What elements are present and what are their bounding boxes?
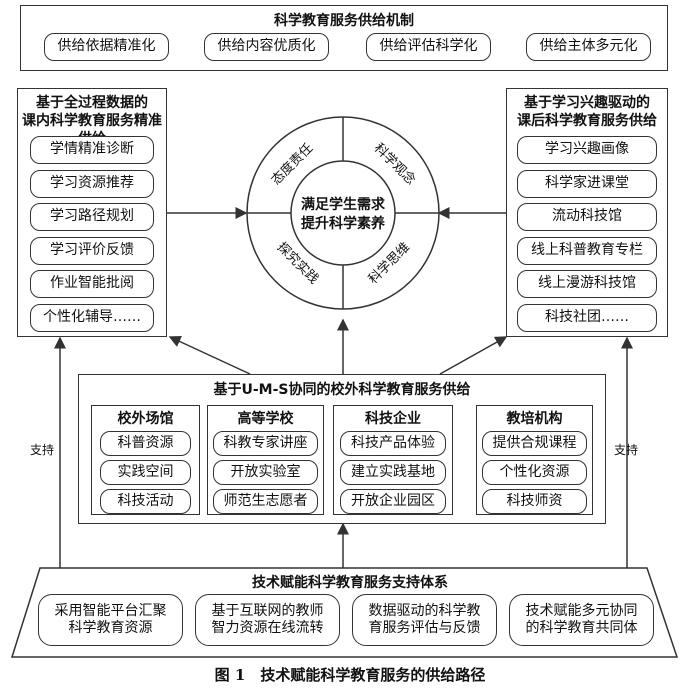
ring-inner xyxy=(290,160,396,266)
in-class-item: 学情精准诊断 xyxy=(30,136,154,164)
center-line2: 提升科学素养 xyxy=(301,215,386,232)
off-campus-title: 基于U-M-S协同的校外科学教育服务供给 xyxy=(213,382,471,398)
quadrant-practice: 探究实践 xyxy=(274,240,321,287)
support-item: 采用智能平台汇聚 科学教育资源 xyxy=(38,594,183,646)
support-item-line1: 技术赋能多元协同 xyxy=(525,602,638,619)
arrow-middle-to-right xyxy=(439,336,508,375)
after-class-title-line1: 基于学习兴趣驱动的 xyxy=(524,95,650,111)
in-class-item: 学习资源推荐 xyxy=(30,170,154,198)
ring-outer xyxy=(246,116,440,310)
group-item: 开放企业园区 xyxy=(340,489,446,514)
group-item: 科教专家讲座 xyxy=(213,431,318,456)
group-title: 校外场馆 xyxy=(117,411,174,427)
after-class-item: 科学家进课堂 xyxy=(517,170,657,198)
group-title: 高等学校 xyxy=(237,411,294,427)
group-item: 个性化资源 xyxy=(482,460,587,485)
mechanism-box: 科学教育服务供给机制 供给依据精准化 供给内容优质化 供给评估科学化 供给主体多… xyxy=(20,5,668,71)
arrow-middle-to-left xyxy=(168,335,251,375)
in-class-item: 个性化辅导…… xyxy=(30,304,154,332)
support-item: 数据驱动的科学教 育服务评估与反馈 xyxy=(352,594,497,646)
after-class-title: 基于学习兴趣驱动的 课后科学教育服务供给 xyxy=(507,94,667,130)
after-class-title-line2: 课后科学教育服务供给 xyxy=(517,113,657,130)
group-item: 实践空间 xyxy=(100,460,191,485)
mechanism-item: 供给主体多元化 xyxy=(526,33,651,61)
group-item: 提供合规课程 xyxy=(482,431,587,456)
in-class-item: 学习路径规划 xyxy=(30,203,154,231)
support-item-line2: 的科学教育共同体 xyxy=(525,620,638,636)
support-label-right: 支持 xyxy=(614,443,639,457)
group-item: 科技活动 xyxy=(100,489,191,514)
group-item: 师范生志愿者 xyxy=(213,489,318,514)
in-class-title-line1: 基于全过程数据的 xyxy=(36,95,148,111)
mechanism-item: 供给内容优质化 xyxy=(204,33,329,61)
group-venues: 校外场馆 科普资源 实践空间 科技活动 xyxy=(91,405,200,515)
after-class-supply-panel: 基于学习兴趣驱动的 课后科学教育服务供给 学习兴趣画像 科学家进课堂 流动科技馆… xyxy=(506,88,668,337)
support-item-line2: 科学教育资源 xyxy=(68,620,153,636)
after-class-item: 学习兴趣画像 xyxy=(517,136,657,164)
after-class-item: 科技社团…… xyxy=(517,304,657,332)
after-class-item: 线上科普教育专栏 xyxy=(517,237,657,265)
support-item-line1: 采用智能平台汇聚 xyxy=(54,602,167,619)
group-item: 科技产品体验 xyxy=(340,431,446,456)
mechanism-item: 供给评估科学化 xyxy=(366,33,491,61)
group-title: 科技企业 xyxy=(365,411,421,427)
support-item-line1: 基于互联网的教师 xyxy=(211,602,324,619)
in-class-supply-panel: 基于全过程数据的 课内科学教育服务精准供给 学情精准诊断 学习资源推荐 学习路径… xyxy=(17,88,167,337)
group-title: 教培机构 xyxy=(506,411,563,427)
support-item-line2: 育服务评估与反馈 xyxy=(368,620,481,636)
group-training-institutions: 教培机构 提供合规课程 个性化资源 科技师资 xyxy=(476,405,593,515)
group-tech-enterprises: 科技企业 科技产品体验 建立实践基地 开放企业园区 xyxy=(333,405,453,515)
center-line1: 满足学生需求 xyxy=(301,196,386,213)
support-item: 技术赋能多元协同 的科学教育共同体 xyxy=(509,594,654,646)
mechanism-title: 科学教育服务供给机制 xyxy=(274,13,414,29)
quadrant-thinking: 科学思维 xyxy=(365,239,413,287)
quadrant-attitude: 态度责任 xyxy=(268,140,316,188)
group-item: 科普资源 xyxy=(100,431,191,456)
support-label-left: 支持 xyxy=(30,443,55,457)
support-item-line1: 数据驱动的科学教 xyxy=(368,602,481,619)
group-universities: 高等学校 科教专家讲座 开放实验室 师范生志愿者 xyxy=(207,405,324,515)
figure-caption: 图 1 技术赋能科学教育服务的供给路径 xyxy=(214,666,486,684)
quadrant-concept: 科学观念 xyxy=(371,140,419,188)
after-class-item: 线上漫游科技馆 xyxy=(517,270,657,298)
off-campus-supply-box: 基于U-M-S协同的校外科学教育服务供给 校外场馆 科普资源 实践空间 科技活动… xyxy=(78,374,606,524)
group-item: 开放实验室 xyxy=(213,460,318,485)
group-item: 科技师资 xyxy=(482,489,587,514)
support-system-title: 技术赋能科学教育服务支持体系 xyxy=(252,575,448,591)
after-class-item: 流动科技馆 xyxy=(517,203,657,231)
group-item: 建立实践基地 xyxy=(340,460,446,485)
mechanism-item: 供给依据精准化 xyxy=(44,33,169,61)
support-item: 基于互联网的教师 智力资源在线流转 xyxy=(195,594,340,646)
support-item-line2: 智力资源在线流转 xyxy=(211,620,324,636)
in-class-item: 学习评价反馈 xyxy=(30,237,154,265)
in-class-item: 作业智能批阅 xyxy=(30,270,154,298)
